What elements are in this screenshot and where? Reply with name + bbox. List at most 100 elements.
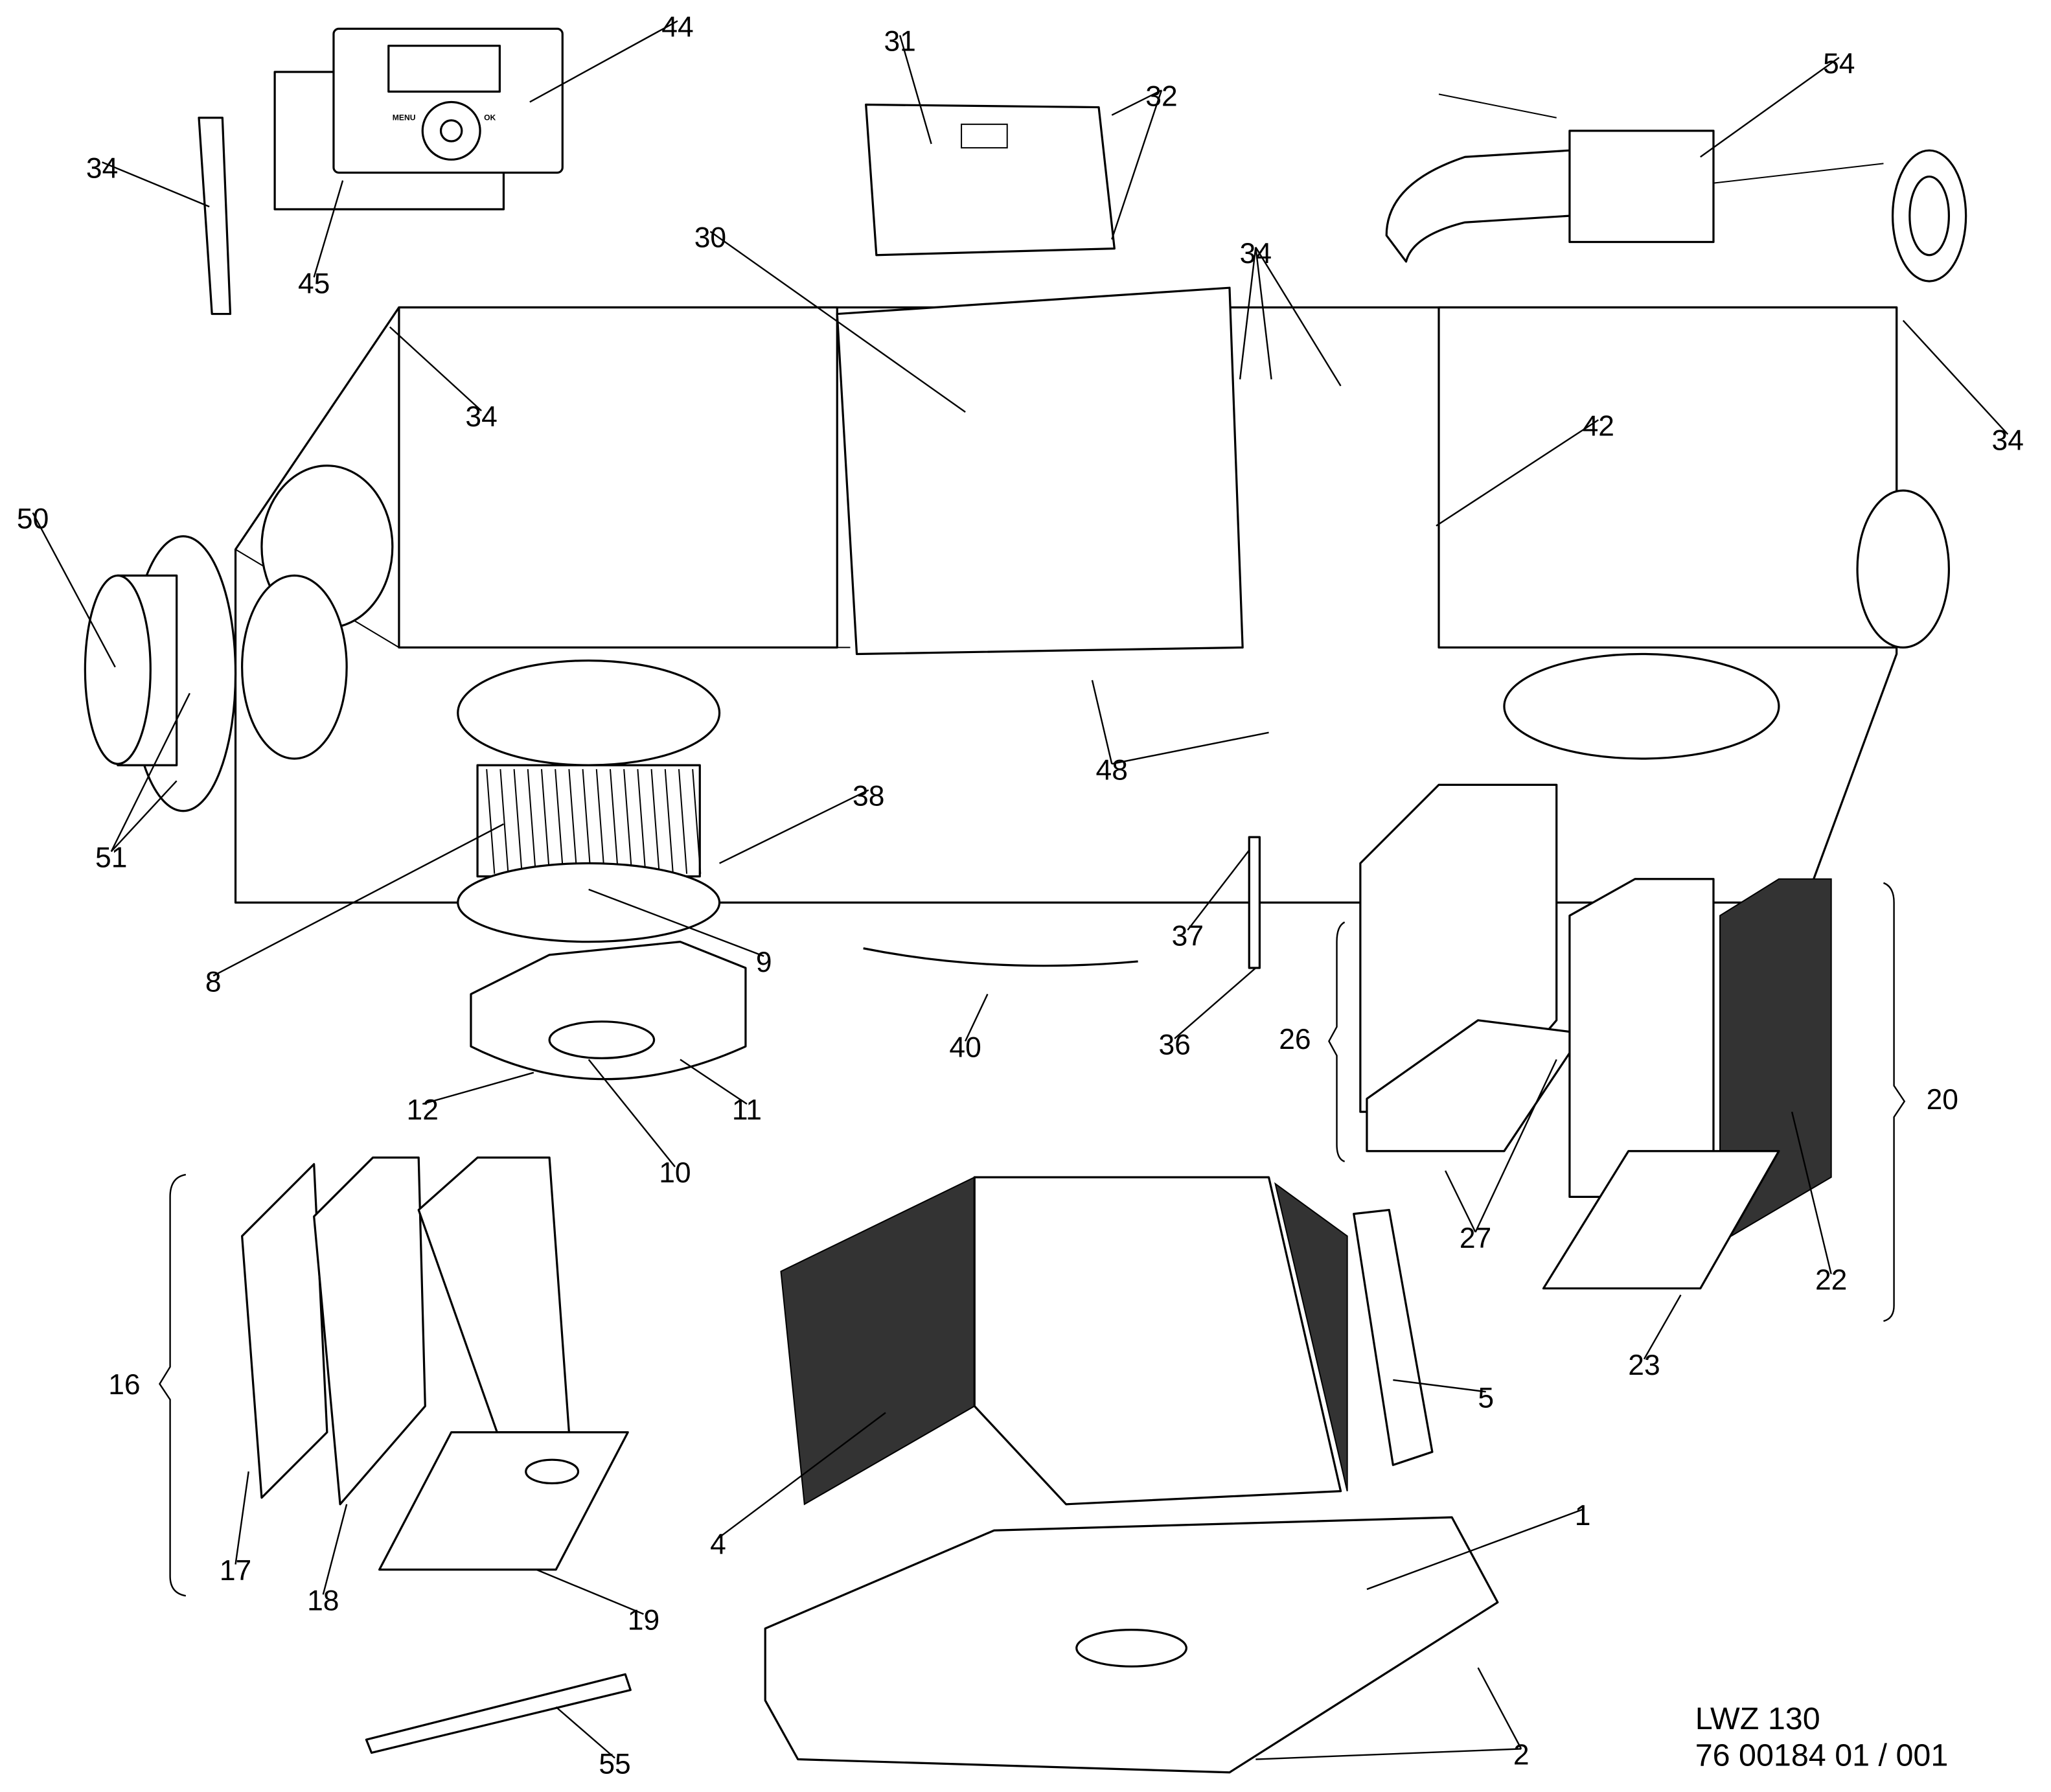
part-number-label: 54 <box>1823 48 1855 80</box>
leader-line <box>536 1568 644 1615</box>
filter-module-26 <box>1359 783 1584 1153</box>
drawing-number: 76 00184 01 / 001 <box>1695 1738 1949 1773</box>
part-number-label: 50 <box>17 503 49 535</box>
part-number-label: 42 <box>1583 410 1614 442</box>
leader-line <box>680 1059 748 1105</box>
part-number-label: 45 <box>298 268 330 299</box>
electronics-cover <box>836 286 1244 656</box>
heat-exchanger <box>780 1176 1434 1506</box>
part-number-label: 37 <box>1172 921 1204 952</box>
leader-line <box>1174 967 1257 1039</box>
leader-line <box>1187 849 1250 931</box>
part-number-label: 34 <box>1240 238 1272 270</box>
part-number-label: 26 <box>1279 1024 1311 1055</box>
part-number-label: 22 <box>1815 1265 1847 1296</box>
leader-line <box>1643 1294 1682 1360</box>
cable-harness <box>863 947 1138 967</box>
leader-line <box>555 1706 615 1759</box>
leader-line <box>1091 680 1113 764</box>
leader-line <box>1393 1379 1486 1393</box>
leader-line <box>110 693 190 852</box>
leader-line <box>212 823 504 977</box>
part-number-label: 34 <box>1992 425 2024 457</box>
brackets <box>158 882 1906 1597</box>
leader-line <box>1111 89 1162 116</box>
leader-line <box>1239 247 1257 380</box>
leader-line <box>709 231 966 413</box>
filter-module-16 <box>241 1156 629 1571</box>
leader-line <box>588 888 764 958</box>
leader-line <box>102 161 210 208</box>
leader-line <box>965 993 989 1042</box>
part-number-label: 44 <box>661 12 693 43</box>
leader-line <box>110 780 178 853</box>
leader-line <box>1445 1170 1476 1233</box>
model-name: LWZ 130 <box>1695 1701 1820 1736</box>
leader-line <box>1477 1667 1522 1749</box>
part-number-label: 32 <box>1145 81 1177 113</box>
leader-line <box>32 512 116 668</box>
leader-line <box>1791 1111 1832 1274</box>
drawing-id-block: LWZ 130 76 00184 01 / 001 <box>1695 1701 1949 1773</box>
part-number-label: 8 <box>205 966 222 998</box>
leader-line <box>313 180 344 278</box>
cable <box>198 117 232 316</box>
part-number-label: 18 <box>307 1585 339 1616</box>
condensate-tray <box>764 1516 1499 1774</box>
leader-line <box>1112 731 1269 765</box>
leader-line <box>719 789 869 864</box>
leader-line <box>422 1072 534 1105</box>
part-number-label: 5 <box>1478 1382 1494 1414</box>
leader-line <box>1902 319 2009 435</box>
leader-line <box>1255 247 1272 380</box>
leader-line <box>1474 1059 1557 1233</box>
part-number-label: 34 <box>86 153 118 185</box>
menu-label: MENU <box>393 113 416 122</box>
sensor-rod <box>1248 836 1261 969</box>
parts-drawing: MENU OK <box>84 27 1967 1774</box>
leader-line <box>1111 89 1163 240</box>
circuit-board <box>865 103 1116 257</box>
part-number-label: 16 <box>108 1369 140 1401</box>
part-number-label: 17 <box>220 1555 251 1587</box>
part-number-label: 27 <box>1460 1223 1491 1254</box>
part-number-label: 19 <box>628 1605 659 1637</box>
leader-line <box>1436 419 1599 527</box>
leader-line <box>1366 1508 1583 1591</box>
leader-line <box>389 326 482 411</box>
part-number-label: 11 <box>732 1094 762 1126</box>
filter-module-20 <box>1542 878 1832 1290</box>
seal-strip <box>365 1673 632 1754</box>
part-number-label: 9 <box>756 947 772 978</box>
fan-assembly <box>457 659 747 1081</box>
leader-line <box>899 35 932 144</box>
leader-line <box>1255 246 1342 387</box>
part-number-label: 34 <box>465 401 497 433</box>
part-number-label: 12 <box>407 1094 439 1126</box>
part-number-label: 2 <box>1513 1740 1530 1771</box>
control-panel: MENU OK <box>273 27 564 211</box>
duct-connector <box>84 535 237 812</box>
part-number-label: 4 <box>710 1529 726 1561</box>
part-number-label: 1 <box>1575 1500 1591 1532</box>
part-number-label: 31 <box>884 26 915 58</box>
part-number-label: 51 <box>95 842 127 874</box>
part-number-label: 38 <box>853 781 884 812</box>
part-number-label: 10 <box>659 1157 691 1189</box>
leader-line <box>588 1059 676 1167</box>
ok-label: OK <box>484 113 496 122</box>
leader-line <box>717 1412 886 1539</box>
part-number-label: 40 <box>949 1031 981 1063</box>
leader-line <box>235 1471 249 1565</box>
leader-line <box>1700 56 1840 158</box>
leader-line <box>322 1504 348 1595</box>
preheater <box>1385 93 1967 282</box>
part-number-label: 23 <box>1628 1350 1660 1381</box>
part-number-label: 30 <box>694 222 726 254</box>
part-number-label: 20 <box>1927 1084 1958 1116</box>
part-number-label: 55 <box>599 1749 630 1780</box>
leader-line <box>529 20 678 103</box>
part-number-label: 48 <box>1096 754 1128 786</box>
